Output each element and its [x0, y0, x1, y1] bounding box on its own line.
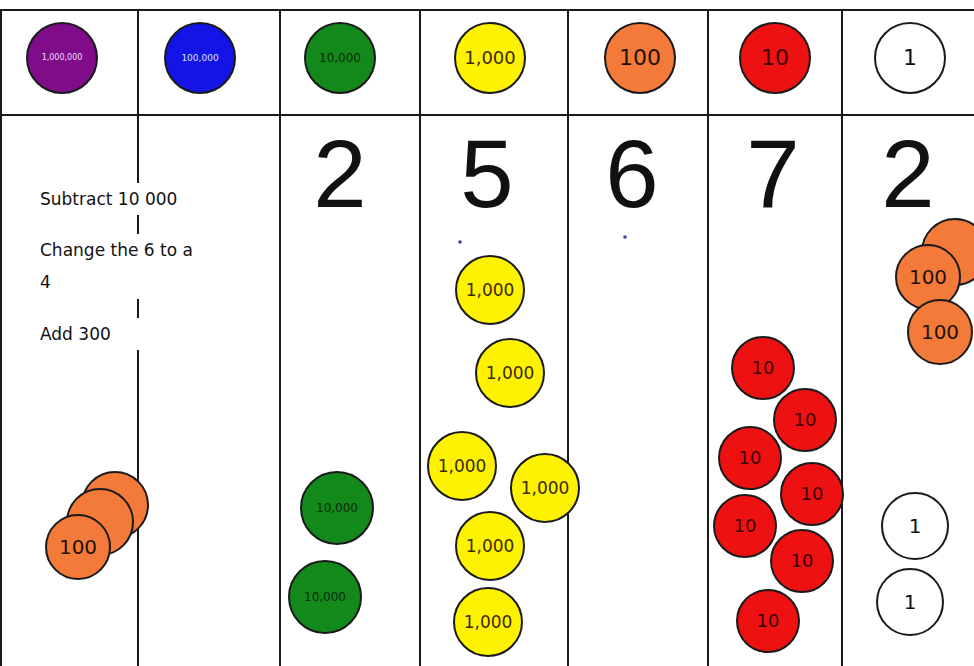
place-digit: 2	[313, 126, 366, 222]
instruction-text: Add 300	[38, 318, 200, 350]
counter-value: 10,000	[316, 502, 358, 514]
counter-value: 1	[904, 592, 917, 612]
counter-value: 10	[752, 359, 775, 377]
counter-value: 1,000	[466, 282, 515, 299]
grid-line	[419, 10, 421, 666]
ten-counter: 10	[780, 462, 844, 526]
counter-value: 100	[59, 537, 97, 557]
counter-value: 10	[801, 485, 824, 503]
header-counter: 100	[604, 22, 676, 94]
grid-line	[279, 10, 281, 666]
counter-value: 100	[909, 267, 947, 287]
place-digit: 2	[881, 126, 934, 222]
ten-counter: 10	[773, 388, 837, 452]
one-counter: 1	[881, 492, 949, 560]
counter-value: 10,000	[319, 52, 361, 64]
grid-line	[0, 114, 974, 116]
counter-value: 10	[791, 552, 814, 570]
thousand-counter: 1,000	[455, 255, 525, 325]
ten-thousand-counter: 10,000	[288, 560, 362, 634]
counter-value: 1,000	[521, 480, 570, 497]
header-counter: 1,000,000	[26, 22, 98, 94]
place-digit: 6	[605, 126, 658, 222]
one-counter: 1	[876, 568, 944, 636]
counter-value: 1,000	[464, 49, 516, 67]
grid-line	[0, 10, 2, 666]
grid-lines	[0, 10, 974, 666]
place-digit: 7	[746, 126, 799, 222]
counter-value: 1,000	[464, 614, 513, 631]
thousand-counter: 1,000	[455, 511, 525, 581]
header-counter: 10,000	[304, 22, 376, 94]
counter-value: 100	[921, 322, 959, 342]
counter-value: 10	[757, 612, 780, 630]
thousand-counter: 1,000	[453, 587, 523, 657]
instruction-text: Subtract 10 000	[38, 183, 200, 215]
ten-counter: 10	[713, 494, 777, 558]
grid-line	[841, 10, 843, 666]
counter-value: 1	[909, 516, 922, 536]
counter-value: 10	[794, 411, 817, 429]
header-counter: 1,000	[454, 22, 526, 94]
pen-mark	[623, 235, 627, 239]
thousand-counter: 1,000	[510, 453, 580, 523]
ten-counter: 10	[770, 529, 834, 593]
thousand-counter: 1,000	[475, 338, 545, 408]
grid-line	[0, 9, 974, 11]
place-digit: 5	[460, 126, 513, 222]
counter-value: 10,000	[304, 591, 346, 603]
grid-line	[707, 10, 709, 666]
counter-value: 10	[734, 517, 757, 535]
counter-value: 100	[619, 47, 661, 69]
counter-value: 100,000	[181, 54, 218, 63]
pen-mark	[458, 240, 462, 244]
ten-counter: 10	[718, 426, 782, 490]
header-counter: 100,000	[164, 22, 236, 94]
counter-value: 1,000,000	[42, 54, 83, 62]
counter-value: 1,000	[466, 538, 515, 555]
hundred-counter: 100	[45, 514, 111, 580]
hundred-counter: 100	[907, 299, 973, 365]
instruction-text: Change the 6 to a 4	[38, 234, 200, 299]
counter-value: 10	[761, 47, 789, 69]
counter-value: 10	[739, 449, 762, 467]
counter-value: 1,000	[438, 458, 487, 475]
ten-counter: 10	[731, 336, 795, 400]
counter-value: 1	[903, 47, 917, 69]
ten-thousand-counter: 10,000	[300, 471, 374, 545]
header-counter: 1	[874, 22, 946, 94]
counter-value: 1,000	[486, 365, 535, 382]
header-counter: 10	[739, 22, 811, 94]
grid-line	[567, 10, 569, 666]
ten-counter: 10	[736, 589, 800, 653]
thousand-counter: 1,000	[427, 431, 497, 501]
